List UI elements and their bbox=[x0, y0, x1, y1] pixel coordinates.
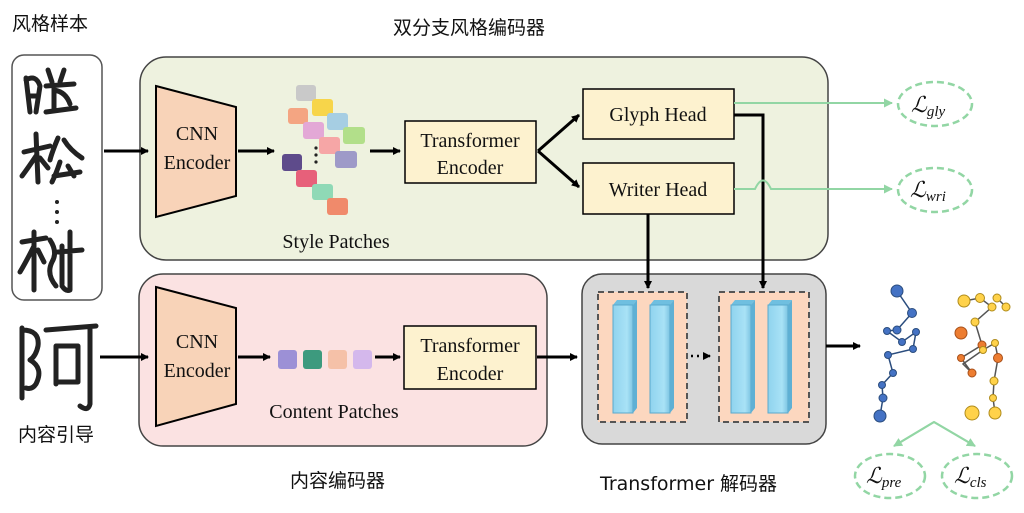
style-patch bbox=[312, 99, 333, 116]
writer-head: Writer Head bbox=[582, 162, 735, 215]
loss-wri: ℒwri bbox=[896, 166, 974, 214]
decoder-title: Transformer 解码器 bbox=[599, 473, 777, 495]
glyph-head: Glyph Head bbox=[582, 88, 735, 140]
style-cnn-encoder: CNN Encoder bbox=[155, 84, 237, 219]
content-patches bbox=[278, 350, 372, 369]
loss-gly-symbol: ℒ bbox=[911, 92, 928, 117]
content-cnn-encoder: CNN Encoder bbox=[155, 285, 237, 428]
content-guide-image bbox=[19, 323, 99, 412]
content-cnn-line1: CNN bbox=[176, 331, 218, 353]
loss-cls-sub: cls bbox=[970, 475, 987, 491]
style-patch bbox=[288, 108, 308, 124]
style-patch bbox=[327, 198, 348, 215]
style-patch bbox=[319, 137, 340, 154]
style-cnn-line2: Encoder bbox=[164, 152, 231, 174]
content-transformer-line2: Encoder bbox=[437, 363, 504, 385]
glyph-head-label: Glyph Head bbox=[609, 104, 706, 126]
content-patch bbox=[328, 350, 347, 369]
writer-head-label: Writer Head bbox=[609, 179, 708, 201]
style-patch bbox=[296, 170, 317, 187]
loss-wri-sub: wri bbox=[926, 189, 946, 205]
decoder-block-1 bbox=[597, 291, 688, 423]
svg-text:ℒwri: ℒwri bbox=[910, 177, 946, 205]
content-patch bbox=[278, 350, 297, 369]
style-patch bbox=[303, 122, 324, 139]
content-patch bbox=[303, 350, 322, 369]
style-patch bbox=[282, 154, 302, 171]
style-patch bbox=[312, 184, 333, 200]
loss-cls: ℒcls bbox=[940, 452, 1014, 500]
loss-cls-symbol: ℒ bbox=[954, 463, 971, 488]
svg-text:ℒcls: ℒcls bbox=[954, 463, 987, 491]
content-encoder-title: 内容编码器 bbox=[290, 470, 385, 492]
content-cnn-line2: Encoder bbox=[164, 360, 231, 382]
style-cnn-line1: CNN bbox=[176, 123, 218, 145]
loss-gly: ℒgly bbox=[896, 80, 974, 128]
dual-branch-title: 双分支风格编码器 bbox=[393, 17, 545, 39]
style-patch bbox=[296, 85, 316, 101]
output-trajectory-class bbox=[954, 293, 1011, 421]
style-patch bbox=[335, 151, 357, 168]
content-transformer-line1: Transformer bbox=[420, 335, 520, 357]
output-trajectory-blue bbox=[873, 284, 920, 423]
style-transformer-line1: Transformer bbox=[420, 130, 520, 152]
style-sample-label: 风格样本 bbox=[12, 13, 88, 35]
loss-wri-symbol: ℒ bbox=[910, 177, 927, 202]
content-transformer-encoder: Transformer Encoder bbox=[403, 325, 537, 390]
content-patches-label: Content Patches bbox=[269, 401, 399, 423]
style-patch bbox=[343, 127, 365, 144]
loss-pre-symbol: ℒ bbox=[866, 463, 883, 488]
svg-text:ℒgly: ℒgly bbox=[911, 92, 946, 120]
style-transformer-encoder: Transformer Encoder bbox=[404, 120, 537, 184]
style-patches bbox=[282, 85, 365, 215]
content-patch bbox=[353, 350, 372, 369]
style-patch bbox=[327, 113, 348, 130]
loss-pre-sub: pre bbox=[881, 475, 902, 491]
style-sample-image bbox=[11, 54, 103, 301]
style-patches-label: Style Patches bbox=[282, 231, 389, 253]
svg-text:ℒpre: ℒpre bbox=[866, 463, 902, 491]
style-transformer-line2: Encoder bbox=[437, 157, 504, 179]
loss-pre: ℒpre bbox=[853, 452, 927, 500]
decoder-block-2 bbox=[718, 291, 810, 423]
content-guide-label: 内容引导 bbox=[18, 424, 94, 446]
loss-gly-sub: gly bbox=[927, 104, 946, 120]
